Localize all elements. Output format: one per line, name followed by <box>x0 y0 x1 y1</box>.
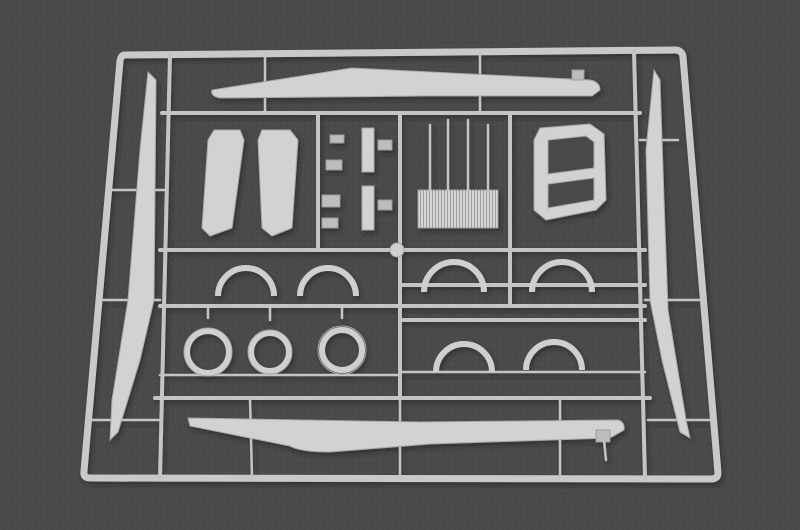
ring-parts <box>183 304 367 377</box>
sprue-frame <box>80 46 722 483</box>
runner-grid <box>86 49 714 480</box>
arch-brackets <box>215 259 595 373</box>
finned-radiator-part <box>417 189 499 229</box>
hatch-frame-opening-bottom <box>547 177 595 209</box>
upper-beam-tab <box>571 69 585 81</box>
sprue <box>80 46 722 483</box>
angled-panel-left <box>201 129 245 237</box>
radiator-runners <box>428 118 490 192</box>
right-side-beam-part <box>645 68 691 440</box>
sprue-center-hub <box>389 242 405 258</box>
small-fittings-cluster <box>321 127 393 231</box>
upper-beam-part <box>211 67 601 99</box>
left-side-beam-part <box>109 70 157 442</box>
angled-panel-right <box>257 129 299 237</box>
lower-beam-part <box>187 417 625 453</box>
hatch-frame-opening-top <box>547 135 595 175</box>
lower-beam-pin <box>602 438 608 462</box>
